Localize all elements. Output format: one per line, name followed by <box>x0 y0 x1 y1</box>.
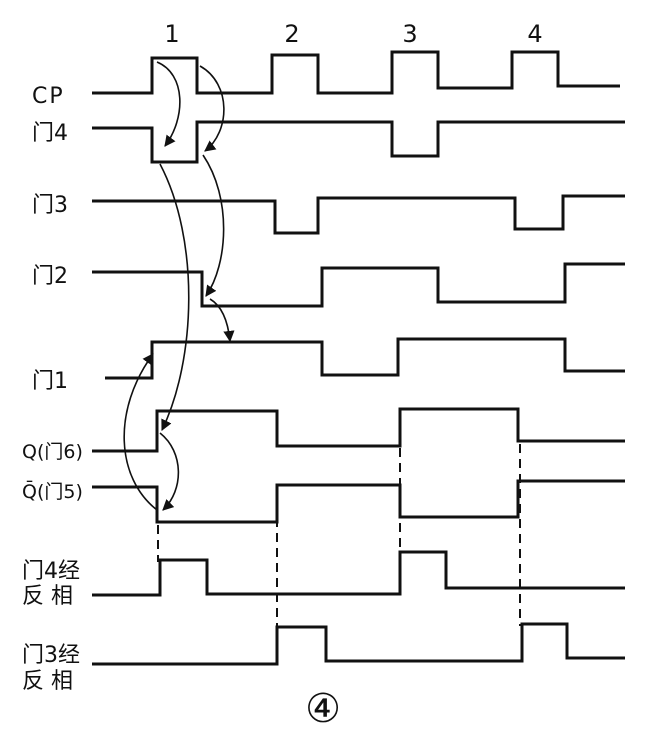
label-gate3: 门3 <box>32 193 68 218</box>
waveform-gate4 <box>92 120 625 164</box>
arrow-gate2-to-gate1 <box>209 298 235 343</box>
waveform-gate3-inverted <box>92 622 625 666</box>
label-gate3-inverted: 门3经 <box>22 643 80 668</box>
label-gate4: 门4 <box>32 121 68 146</box>
pulse-number-4: 4 <box>527 20 542 48</box>
figure-number: ④ <box>305 686 341 732</box>
label-gate3-inverted-sub: 反 相 <box>22 669 73 694</box>
label-q: Q(门6) <box>22 441 83 463</box>
label-qbar: Q̄(门5) <box>22 479 83 503</box>
pulse-number-3: 3 <box>402 20 417 48</box>
arrow-cp-to-gate4-fall <box>156 61 181 147</box>
waveform-gate2 <box>92 262 625 308</box>
waveform-qbar <box>92 479 625 524</box>
pulse-number-1: 1 <box>164 20 179 48</box>
label-gate4-inverted-sub: 反 相 <box>22 584 73 609</box>
label-gate1: 门1 <box>32 369 68 394</box>
arrow-gate4-to-gate2 <box>202 154 225 297</box>
arrow-q-to-qbar <box>159 432 180 511</box>
arrow-qbar-to-gate1 <box>123 353 158 511</box>
arrow-gate4-to-q <box>159 163 190 432</box>
waveform-q <box>92 407 625 453</box>
arrow-cp-to-gate4-rise <box>199 65 225 152</box>
label-cp: CP <box>32 84 65 109</box>
waveform-cp <box>92 50 620 95</box>
waveform-gate3 <box>92 194 625 235</box>
label-gate4-inverted: 门4经 <box>22 559 80 584</box>
waveform-gate4-inverted <box>92 550 625 597</box>
label-gate2: 门2 <box>32 264 68 289</box>
pulse-number-2: 2 <box>284 20 299 48</box>
